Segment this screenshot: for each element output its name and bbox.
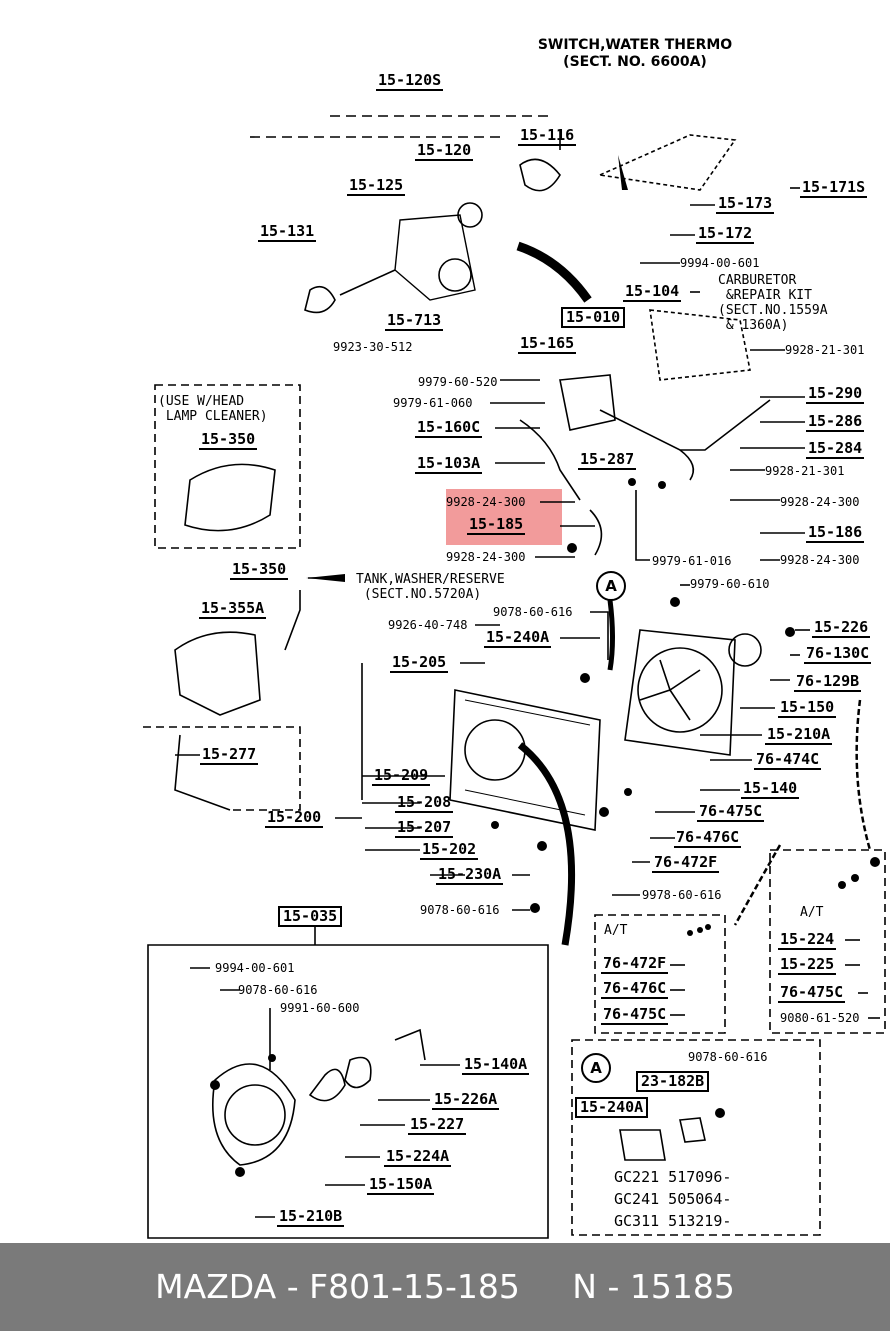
part-label-15-240a[interactable]: 15-240A <box>484 628 552 648</box>
part-label-15-350-bottom[interactable]: 15-350 <box>230 560 289 580</box>
part-label-15-287[interactable]: 15-287 <box>578 450 637 470</box>
part-label-76-129b[interactable]: 76-129B <box>794 672 862 692</box>
footer-part-info: MAZDA - F801-15-185 N - 15185 <box>155 1267 735 1306</box>
part-label-15-120s[interactable]: 15-120S <box>376 71 444 91</box>
part-label-15-230a[interactable]: 15-230A <box>436 865 504 885</box>
part-label-9078-60-616-d[interactable]: 9078-60-616 <box>688 1050 768 1064</box>
part-label-9994-00-601-top[interactable]: 9994-00-601 <box>680 256 760 270</box>
part-label-23-182b[interactable]: 23-182B <box>636 1071 710 1092</box>
part-label-15-103a[interactable]: 15-103A <box>415 454 483 474</box>
at-right-note: A/T <box>800 905 824 920</box>
part-label-9979-61-060[interactable]: 9979-61-060 <box>393 396 473 410</box>
part-label-9928-21-301-mid[interactable]: 9928-21-301 <box>765 464 845 478</box>
part-label-9994-00-601-bottom[interactable]: 9994-00-601 <box>215 961 295 975</box>
callout-a-marker: A <box>596 571 626 601</box>
part-label-9928-24-300-d[interactable]: 9928-24-300 <box>780 553 860 567</box>
part-label-15-227[interactable]: 15-227 <box>408 1115 467 1135</box>
part-label-15-104[interactable]: 15-104 <box>623 282 682 302</box>
part-label-76-130c[interactable]: 76-130C <box>804 644 872 664</box>
part-label-15-150[interactable]: 15-150 <box>778 698 837 718</box>
part-label-9978-60-616[interactable]: 9978-60-616 <box>642 888 722 902</box>
callout-a-detail-marker: A <box>581 1053 611 1083</box>
part-label-9979-60-610[interactable]: 9979-60-610 <box>690 577 770 591</box>
part-label-9078-60-616-c[interactable]: 9078-60-616 <box>238 983 318 997</box>
part-label-9991-60-600[interactable]: 9991-60-600 <box>280 1001 360 1015</box>
part-label-15-208[interactable]: 15-208 <box>395 793 454 813</box>
part-label-15-131[interactable]: 15-131 <box>258 222 317 242</box>
part-label-15-160c[interactable]: 15-160C <box>415 418 483 438</box>
part-label-76-475c[interactable]: 76-475C <box>697 802 765 822</box>
part-label-15-207[interactable]: 15-207 <box>395 818 454 838</box>
part-label-15-209[interactable]: 15-209 <box>372 766 431 786</box>
part-label-15-171s[interactable]: 15-171S <box>800 178 868 198</box>
part-label-15-116[interactable]: 15-116 <box>518 126 577 146</box>
part-label-15-150a[interactable]: 15-150A <box>367 1175 435 1195</box>
part-label-15-224a[interactable]: 15-224A <box>384 1147 452 1167</box>
part-label-9926-40-748[interactable]: 9926-40-748 <box>388 618 468 632</box>
heading-line-1: SWITCH,WATER THERMO <box>537 37 733 53</box>
part-label-9928-24-300-c[interactable]: 9928-24-300 <box>446 550 526 564</box>
carburetor-note: CARBURETOR &REPAIR KIT (SECT.NO.1559A & … <box>718 273 828 333</box>
part-label-15-355a[interactable]: 15-355A <box>199 599 267 619</box>
tank-washer-note: TANK,WASHER/RESERVE (SECT.NO.5720A) <box>356 572 505 602</box>
part-label-15-140a[interactable]: 15-140A <box>462 1055 530 1075</box>
part-label-15-286[interactable]: 15-286 <box>806 412 865 432</box>
part-label-76-474c[interactable]: 76-474C <box>754 750 822 770</box>
part-label-15-185[interactable]: 15-185 <box>467 515 526 535</box>
part-label-15-226a[interactable]: 15-226A <box>432 1090 500 1110</box>
part-label-15-010[interactable]: 15-010 <box>561 307 626 328</box>
part-label-15-205[interactable]: 15-205 <box>390 653 449 673</box>
gc221-code: GC221 517096- <box>614 1168 732 1186</box>
part-label-9928-21-301-top[interactable]: 9928-21-301 <box>785 343 865 357</box>
part-label-15-240a-boxed[interactable]: 15-240A <box>575 1097 649 1118</box>
at-left-note: A/T <box>604 923 628 938</box>
part-label-76-475c-at[interactable]: 76-475C <box>778 983 846 1003</box>
part-label-76-476c-at[interactable]: 76-476C <box>601 979 669 999</box>
part-label-15-125[interactable]: 15-125 <box>347 176 406 196</box>
part-label-76-475c-at2[interactable]: 76-475C <box>601 1005 669 1025</box>
part-number-footer: MAZDA - F801-15-185 N - 15185 <box>0 1243 890 1331</box>
part-label-15-284[interactable]: 15-284 <box>806 439 865 459</box>
part-label-15-200[interactable]: 15-200 <box>265 808 324 828</box>
heading-line-2: (SECT. NO. 6600A) <box>563 54 707 70</box>
part-label-15-173[interactable]: 15-173 <box>716 194 775 214</box>
diagram-linework <box>143 115 886 1239</box>
part-label-9078-60-616-a[interactable]: 9078-60-616 <box>493 605 573 619</box>
parts-diagram: SWITCH,WATER THERMO (SECT. NO. 6600A) CA… <box>143 37 886 1239</box>
part-label-9078-60-616-b[interactable]: 9078-60-616 <box>420 903 500 917</box>
part-label-15-140[interactable]: 15-140 <box>741 779 800 799</box>
part-label-15-713[interactable]: 15-713 <box>385 311 444 331</box>
part-label-15-225[interactable]: 15-225 <box>778 955 837 975</box>
part-label-76-476c[interactable]: 76-476C <box>674 828 742 848</box>
part-label-15-165[interactable]: 15-165 <box>518 334 577 354</box>
part-label-15-226[interactable]: 15-226 <box>812 618 871 638</box>
part-label-15-290[interactable]: 15-290 <box>806 384 865 404</box>
part-label-9928-24-300-a[interactable]: 9928-24-300 <box>446 495 526 509</box>
part-label-15-210b[interactable]: 15-210B <box>277 1207 345 1227</box>
part-label-76-472f-at[interactable]: 76-472F <box>601 954 669 974</box>
part-label-15-172[interactable]: 15-172 <box>696 224 755 244</box>
part-label-15-277[interactable]: 15-277 <box>200 745 259 765</box>
part-label-15-202[interactable]: 15-202 <box>420 840 479 860</box>
gc311-code: GC311 513219- <box>614 1212 732 1230</box>
gc241-code: GC241 505064- <box>614 1190 732 1208</box>
part-label-76-472f[interactable]: 76-472F <box>652 853 720 873</box>
part-label-15-120[interactable]: 15-120 <box>415 141 474 161</box>
part-label-15-035[interactable]: 15-035 <box>278 906 343 927</box>
switch-water-thermo-heading: SWITCH,WATER THERMO (SECT. NO. 6600A) <box>505 37 765 71</box>
part-label-15-186[interactable]: 15-186 <box>806 523 865 543</box>
part-label-9923-30-512[interactable]: 9923-30-512 <box>333 340 413 354</box>
part-label-9928-24-300-b[interactable]: 9928-24-300 <box>780 495 860 509</box>
part-label-9979-61-016[interactable]: 9979-61-016 <box>652 554 732 568</box>
selected-part-highlight <box>446 489 562 545</box>
part-label-15-350-top[interactable]: 15-350 <box>199 430 258 450</box>
part-label-9080-61-520[interactable]: 9080-61-520 <box>780 1011 860 1025</box>
part-label-15-210a[interactable]: 15-210A <box>765 725 833 745</box>
part-label-15-224[interactable]: 15-224 <box>778 930 837 950</box>
head-lamp-note: (USE W/HEAD LAMP CLEANER) <box>158 394 268 424</box>
part-label-9979-60-520[interactable]: 9979-60-520 <box>418 375 498 389</box>
